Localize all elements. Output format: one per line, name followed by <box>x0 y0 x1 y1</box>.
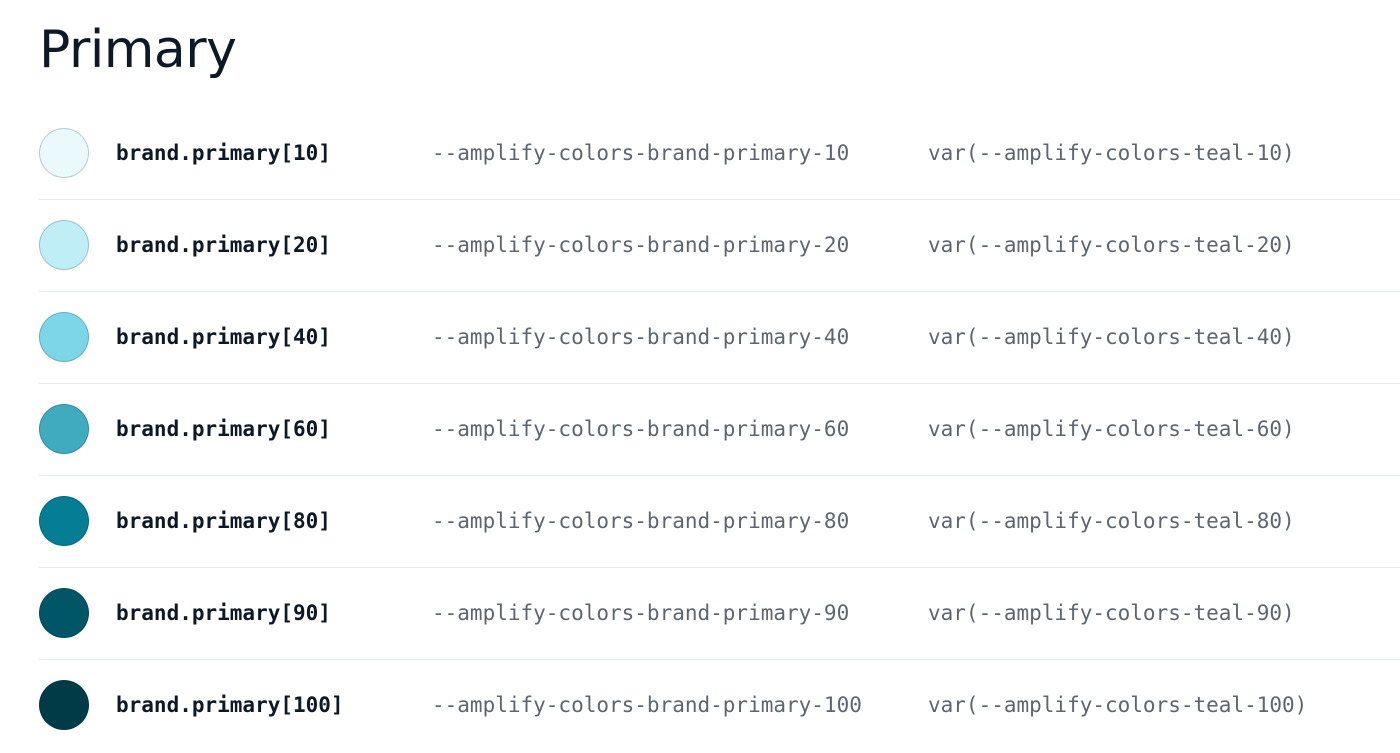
css-variable-name: --amplify-colors-brand-primary-10 <box>432 141 850 165</box>
color-swatch <box>39 312 89 362</box>
token-name: brand.primary[40] <box>116 325 331 349</box>
token-name: brand.primary[90] <box>116 601 331 625</box>
token-value: var(--amplify-colors-teal-90) <box>928 601 1295 625</box>
token-value: var(--amplify-colors-teal-80) <box>928 509 1295 533</box>
css-variable-name: --amplify-colors-brand-primary-60 <box>432 417 850 441</box>
color-token-row: brand.primary[60] --amplify-colors-brand… <box>39 384 1400 476</box>
css-variable-name: --amplify-colors-brand-primary-100 <box>432 693 862 717</box>
color-token-row: brand.primary[80] --amplify-colors-brand… <box>39 476 1400 568</box>
color-token-row: brand.primary[40] --amplify-colors-brand… <box>39 292 1400 384</box>
color-swatch <box>39 220 89 270</box>
token-name: brand.primary[10] <box>116 141 331 165</box>
css-variable-name: --amplify-colors-brand-primary-90 <box>432 601 850 625</box>
color-swatch <box>39 680 89 730</box>
token-name: brand.primary[60] <box>116 417 331 441</box>
token-value: var(--amplify-colors-teal-40) <box>928 325 1295 349</box>
color-token-list: brand.primary[10] --amplify-colors-brand… <box>39 108 1400 751</box>
color-swatch <box>39 404 89 454</box>
css-variable-name: --amplify-colors-brand-primary-20 <box>432 233 850 257</box>
color-token-row: brand.primary[100] --amplify-colors-bran… <box>39 660 1400 751</box>
color-token-row: brand.primary[10] --amplify-colors-brand… <box>39 108 1400 200</box>
token-value: var(--amplify-colors-teal-20) <box>928 233 1295 257</box>
token-value: var(--amplify-colors-teal-60) <box>928 417 1295 441</box>
css-variable-name: --amplify-colors-brand-primary-40 <box>432 325 850 349</box>
color-token-row: brand.primary[20] --amplify-colors-brand… <box>39 200 1400 292</box>
token-name: brand.primary[20] <box>116 233 331 257</box>
section-title: Primary <box>39 20 237 80</box>
token-value: var(--amplify-colors-teal-100) <box>928 693 1308 717</box>
color-swatch <box>39 588 89 638</box>
color-swatch <box>39 128 89 178</box>
color-token-row: brand.primary[90] --amplify-colors-brand… <box>39 568 1400 660</box>
color-swatch <box>39 496 89 546</box>
token-value: var(--amplify-colors-teal-10) <box>928 141 1295 165</box>
token-name: brand.primary[80] <box>116 509 331 533</box>
css-variable-name: --amplify-colors-brand-primary-80 <box>432 509 850 533</box>
token-name: brand.primary[100] <box>116 693 344 717</box>
